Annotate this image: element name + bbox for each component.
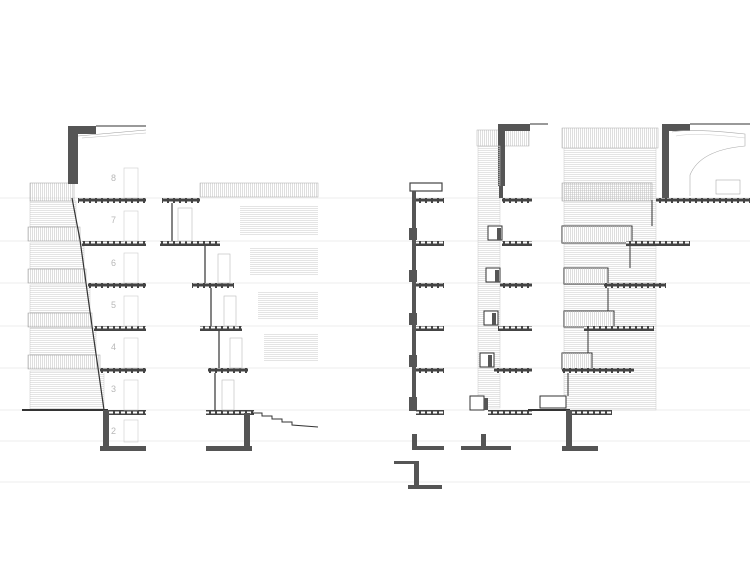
- facade-line: [567, 200, 653, 396]
- floor-slabs: [416, 198, 444, 415]
- section-3: [394, 182, 444, 489]
- projecting-bays: [539, 182, 653, 409]
- section-5: [528, 123, 750, 451]
- interior-doors: [123, 167, 139, 443]
- level-label: 2: [111, 426, 116, 436]
- floor-slabs: [78, 198, 146, 415]
- foundation: [461, 434, 511, 450]
- level-label: 8: [111, 173, 116, 183]
- window-frames: [484, 186, 503, 410]
- level-label: 7: [111, 215, 116, 225]
- foundation: [394, 434, 444, 489]
- foundation: [22, 409, 146, 451]
- section-2: [160, 182, 319, 451]
- terrace-walls: [171, 198, 220, 410]
- window-frames: [409, 228, 417, 411]
- exterior-stair: [252, 412, 319, 428]
- roof-parapet: [68, 125, 147, 184]
- level-label: 5: [111, 300, 116, 310]
- interior-doors: [177, 207, 243, 411]
- section-4: [461, 123, 548, 450]
- section-1: 8 7 6 5 4 3 2: [22, 125, 147, 451]
- terrace-slabs: [160, 198, 254, 415]
- ceiling-hatch: [199, 182, 319, 361]
- foundation: [206, 413, 252, 451]
- level-label: 3: [111, 384, 116, 394]
- floor-slabs: [488, 198, 532, 415]
- roof-parapet: [476, 123, 548, 186]
- floor-slabs: [562, 198, 750, 415]
- level-numbers: 8 7 6 5 4 3 2: [111, 173, 116, 436]
- facade-bands: [27, 182, 105, 410]
- level-label: 6: [111, 258, 116, 268]
- foundation: [528, 409, 598, 451]
- level-label: 4: [111, 342, 116, 352]
- facade-line: [71, 197, 105, 411]
